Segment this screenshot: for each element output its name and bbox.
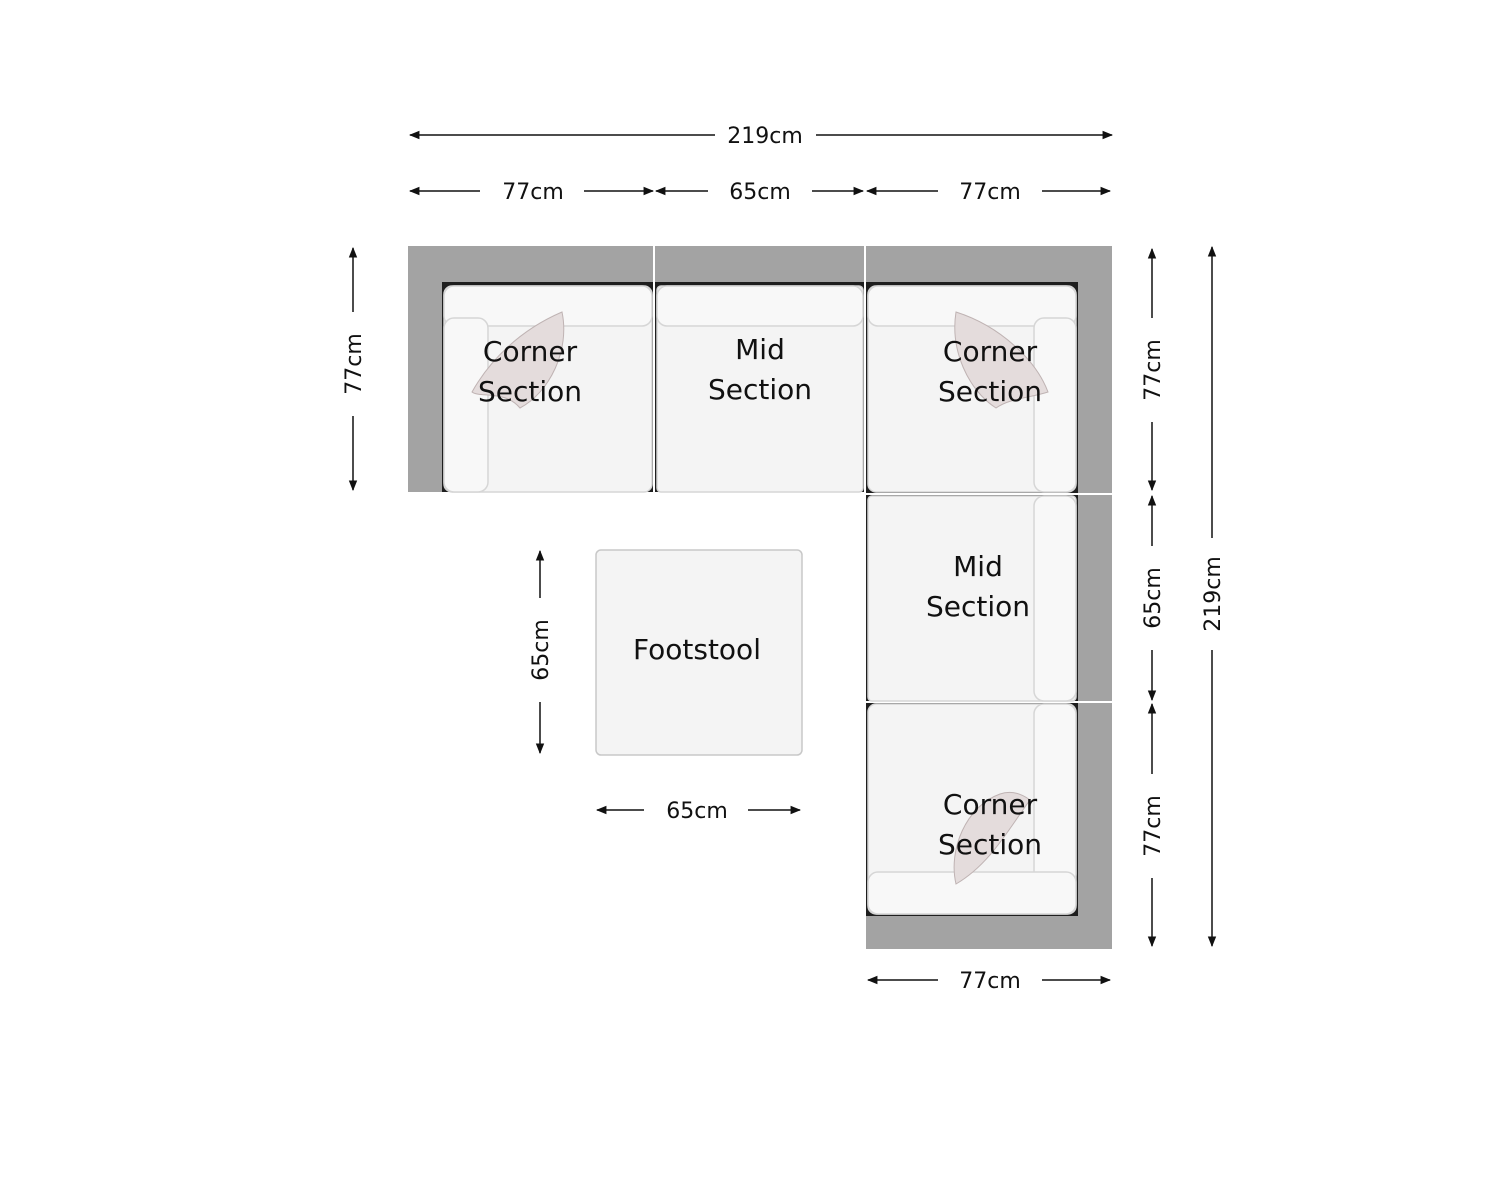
label-top-left-line1: Corner bbox=[483, 335, 578, 368]
dim-total-height: 219cm bbox=[1201, 556, 1226, 632]
label-top-right-line2: Section bbox=[938, 375, 1042, 408]
dim-top-right-width: 77cm bbox=[959, 180, 1021, 205]
footstool bbox=[595, 549, 803, 756]
pillows bbox=[471, 311, 1049, 885]
back-cushion-top-mid bbox=[656, 285, 864, 327]
dim-top-left-width: 77cm bbox=[502, 180, 564, 205]
label-right-mid-line2: Section bbox=[926, 590, 1030, 623]
dim-left-height: 77cm bbox=[342, 333, 367, 395]
label-bottom-right-line1: Corner bbox=[943, 788, 1038, 821]
back-cushion-bottom-right bbox=[867, 871, 1077, 915]
label-top-right-line1: Corner bbox=[943, 335, 1038, 368]
dim-right-top-height: 77cm bbox=[1141, 339, 1166, 401]
label-top-mid-line1: Mid bbox=[735, 333, 785, 366]
label-footstool: Footstool bbox=[633, 633, 761, 666]
dim-right-mid-height: 65cm bbox=[1141, 567, 1166, 629]
section-labels: Corner Section Mid Section Corner Sectio… bbox=[478, 333, 1042, 861]
label-bottom-right-line2: Section bbox=[938, 828, 1042, 861]
dim-footstool-height: 65cm bbox=[529, 619, 554, 681]
dim-bottom-width: 77cm bbox=[959, 969, 1021, 994]
dim-footstool-width: 65cm bbox=[666, 799, 728, 824]
pillow-bottom-right bbox=[953, 791, 1031, 885]
label-top-left-line2: Section bbox=[478, 375, 582, 408]
dim-right-bottom-height: 77cm bbox=[1141, 795, 1166, 857]
label-top-mid-line2: Section bbox=[708, 373, 812, 406]
cushions bbox=[443, 285, 1077, 915]
dim-total-width: 219cm bbox=[727, 124, 803, 149]
dimension-labels: 219cm 77cm 65cm 77cm 77cm 65cm 77cm 77cm… bbox=[342, 124, 1226, 994]
dimension-lines bbox=[348, 130, 1217, 985]
back-cushion-right-mid bbox=[1033, 495, 1077, 702]
pillow-top-right bbox=[954, 311, 1049, 409]
side-cushion-top-left bbox=[443, 317, 489, 493]
side-cushion-top-right bbox=[1033, 317, 1077, 493]
label-right-mid-line1: Mid bbox=[953, 550, 1003, 583]
pillow-top-left bbox=[471, 311, 565, 409]
dim-top-mid-width: 65cm bbox=[729, 180, 791, 205]
